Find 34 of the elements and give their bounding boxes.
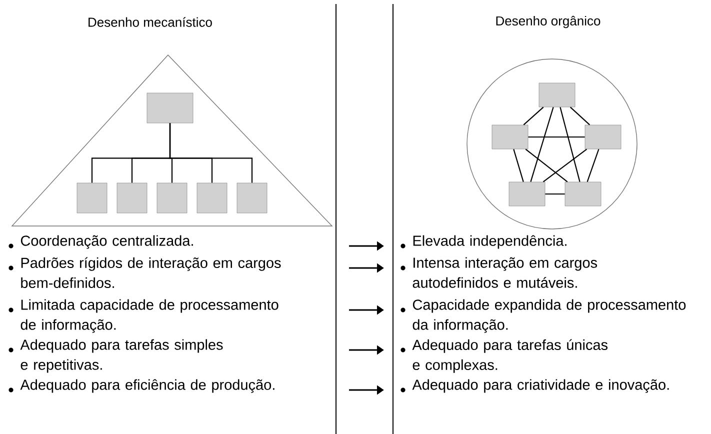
connector-line xyxy=(560,107,580,182)
connector-line xyxy=(513,149,524,182)
connector-line xyxy=(570,106,590,126)
connector-line xyxy=(545,193,565,195)
org-box xyxy=(508,182,546,206)
bullet-text: Limitada capacidade de processamento de informação. xyxy=(20,299,278,333)
bullet-text: Elevada independência. xyxy=(413,235,566,249)
connector-line xyxy=(586,149,600,182)
org-box xyxy=(492,124,528,150)
org-box xyxy=(584,124,622,150)
org-box xyxy=(116,182,148,214)
heading: Desenho orgânico xyxy=(496,16,600,28)
bullet-text: Adequado para criatividade e inovação. xyxy=(412,379,669,393)
bullet-text: Adequado para eficiência de produção. xyxy=(20,379,274,393)
connector-line xyxy=(530,107,554,182)
connector-line xyxy=(528,136,585,138)
org-box xyxy=(236,182,268,214)
org-box xyxy=(564,182,602,206)
org-box xyxy=(76,182,108,214)
heading: Desenho mecanístico xyxy=(88,17,212,27)
org-box xyxy=(156,182,188,214)
connector-line xyxy=(523,106,544,126)
bullet-text: Coordenação centralizada. xyxy=(20,235,193,249)
connector-line xyxy=(525,148,568,182)
bullet-text: Intensa interação em cargos autodefinidos e mutáveis. xyxy=(412,257,598,288)
bullet-text: Padrões rígidos de interação em cargos bem-definidos. xyxy=(21,257,281,288)
bullet-text: Capacidade expandida de processamento da informação. xyxy=(412,299,686,333)
bullet-text: Adequado para tarefas simples e repetitivas. xyxy=(20,339,223,373)
connector-line xyxy=(169,123,253,183)
bullet-text: Adequado para tarefas únicas e complexas. xyxy=(412,339,608,373)
connector-line xyxy=(542,148,588,182)
org-box xyxy=(196,182,228,214)
org-box xyxy=(146,92,194,124)
org-box xyxy=(538,82,576,108)
